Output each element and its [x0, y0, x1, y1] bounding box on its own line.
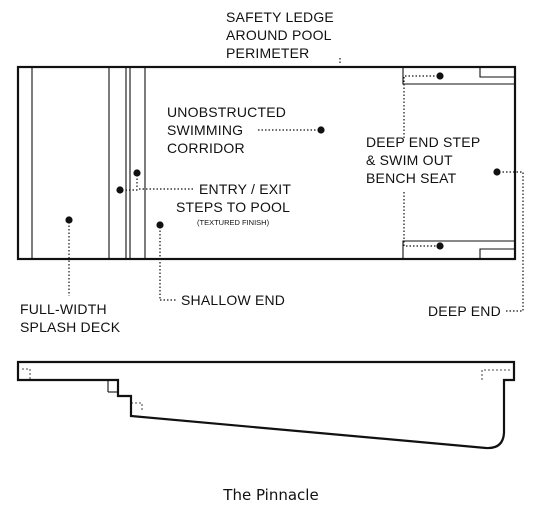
entry-dot-2 — [116, 186, 124, 194]
deep-end-dot — [493, 168, 501, 176]
entry-dot-1 — [133, 169, 141, 177]
labels: SAFETY LEDGE AROUND POOL PERIMETER UNOBS… — [20, 9, 501, 335]
bench-top-dot — [436, 72, 444, 80]
safety-ledge-line-1: SAFETY LEDGE — [226, 9, 334, 25]
deep-end-step-line-1: DEEP END STEP — [366, 134, 480, 150]
bench-top-inner — [479, 67, 515, 78]
leaders — [65, 58, 524, 312]
corridor-line-1: UNOBSTRUCTED — [167, 104, 286, 120]
profile-ledge-step — [131, 402, 143, 412]
profile-view — [16, 360, 516, 450]
shallow-end-label: SHALLOW END — [181, 292, 285, 308]
safety-ledge-line-3: PERIMETER — [226, 45, 309, 61]
entry-exit-line-1: ENTRY / EXIT — [199, 181, 291, 197]
bench-top — [402, 67, 515, 85]
bench-bottom-dot — [436, 242, 444, 250]
splash-deck-line-2: SPLASH DECK — [20, 319, 121, 335]
textured-finish-label: (TEXTURED FINISH) — [197, 218, 270, 227]
bench-bottom-inner — [479, 248, 515, 259]
profile-ledge-left — [22, 368, 31, 380]
splash-deck-line-1: FULL-WIDTH — [20, 301, 107, 317]
bench-bottom — [402, 240, 515, 259]
entry-dot-3 — [156, 221, 164, 229]
splash-dot — [65, 216, 73, 224]
diagram-caption: The Pinnacle — [222, 486, 318, 504]
plan-view — [16, 65, 517, 261]
safety-ledge-line-2: AROUND POOL — [226, 27, 332, 43]
corridor-dot — [317, 126, 325, 134]
pool-profile — [16, 360, 516, 450]
pool-outline — [16, 65, 517, 261]
entry-exit-line-2: STEPS TO POOL — [176, 199, 290, 215]
profile-ledge-right — [481, 369, 510, 380]
deep-end-step-line-3: BENCH SEAT — [366, 170, 457, 186]
corridor-line-2: SWIMMING — [167, 122, 243, 138]
corridor-line-3: CORRIDOR — [167, 140, 245, 156]
deep-end-label: DEEP END — [428, 303, 501, 319]
deep-end-step-line-2: & SWIM OUT — [366, 152, 453, 168]
